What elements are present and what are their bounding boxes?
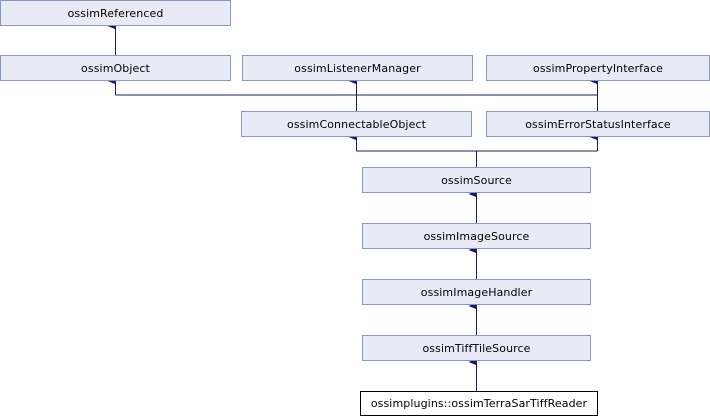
- node-label: ossimListenerManager: [294, 61, 421, 75]
- node-ossimListenerManager[interactable]: ossimListenerManager: [242, 55, 473, 81]
- node-ossimErrorStatusInterface[interactable]: ossimErrorStatusInterface: [486, 111, 710, 137]
- node-ossimConnectableObject[interactable]: ossimConnectableObject: [241, 111, 472, 137]
- node-label: ossimErrorStatusInterface: [525, 117, 671, 131]
- node-ossimPropertyInterface[interactable]: ossimPropertyInterface: [486, 55, 710, 81]
- node-label: ossimImageSource: [423, 229, 530, 243]
- node-label: ossimTiffTileSource: [422, 341, 531, 355]
- node-ossimImageSource[interactable]: ossimImageSource: [362, 223, 591, 249]
- node-label: ossimplugins::ossimTerraSarTiffReader: [370, 397, 588, 410]
- node-ossimTerraSarTiffReader[interactable]: ossimplugins::ossimTerraSarTiffReader: [360, 391, 598, 416]
- node-ossimObject[interactable]: ossimObject: [0, 55, 231, 81]
- node-label: ossimPropertyInterface: [533, 61, 663, 75]
- node-ossimImageHandler[interactable]: ossimImageHandler: [362, 279, 591, 305]
- node-label: ossimImageHandler: [420, 285, 533, 299]
- node-label: ossimObject: [81, 61, 150, 75]
- node-label: ossimReferenced: [67, 6, 164, 20]
- node-label: ossimSource: [441, 173, 512, 187]
- node-ossimReferenced[interactable]: ossimReferenced: [0, 0, 231, 26]
- node-ossimTiffTileSource[interactable]: ossimTiffTileSource: [362, 335, 591, 361]
- node-label: ossimConnectableObject: [286, 117, 427, 131]
- node-ossimSource[interactable]: ossimSource: [362, 167, 591, 193]
